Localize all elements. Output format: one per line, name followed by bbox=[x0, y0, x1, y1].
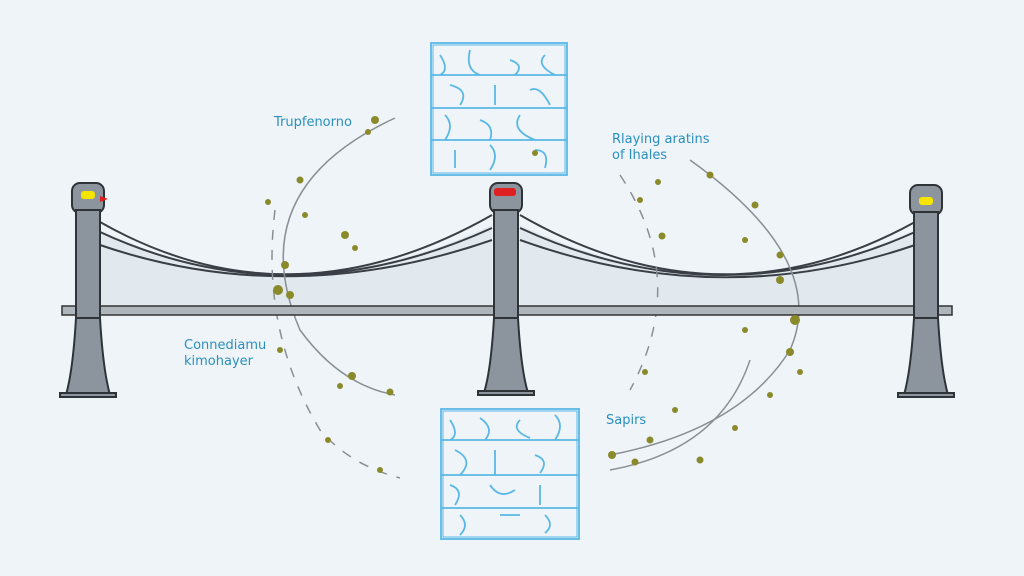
label-top-left: Trupfenorno bbox=[274, 115, 352, 130]
lattice-box-top bbox=[430, 42, 568, 176]
light-red-icon bbox=[494, 188, 516, 196]
label-bottom-left: Connediamu kimohayer bbox=[184, 338, 266, 370]
cable-mesh-right bbox=[520, 225, 915, 307]
light-yellow-icon bbox=[919, 197, 933, 205]
light-red-icon bbox=[100, 196, 108, 202]
tower-left bbox=[59, 182, 117, 398]
label-bottom-left-line1: Connediamu bbox=[184, 338, 267, 353]
lattice-box-bottom bbox=[440, 408, 580, 540]
cables bbox=[99, 214, 916, 279]
leaf-clusters bbox=[265, 116, 803, 473]
label-bottom-right: Sapirs bbox=[606, 413, 647, 428]
cable-mesh-left bbox=[100, 225, 492, 307]
label-bottom-left-line2: kimohayer bbox=[184, 354, 253, 369]
label-top-right: Rlaying aratins of Ihales bbox=[612, 132, 710, 164]
light-yellow-icon bbox=[81, 191, 95, 199]
label-top-right-line1: Rlaying aratins bbox=[612, 132, 710, 147]
tower-right bbox=[897, 184, 955, 398]
label-top-right-line2: of Ihales bbox=[612, 148, 668, 163]
